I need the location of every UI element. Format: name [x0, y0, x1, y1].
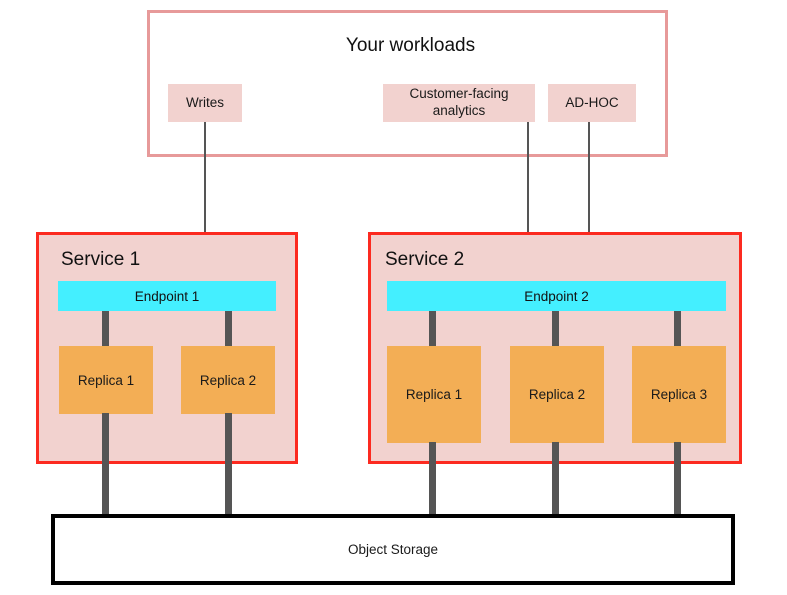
workload-chip-writes[interactable]: Writes	[168, 84, 242, 122]
object-storage-label: Object Storage	[347, 542, 439, 557]
service-1-label: Service 1	[61, 249, 141, 270]
link-service2-replica2-storage	[552, 442, 559, 516]
arrow-writes-to-endpoint1-line	[204, 122, 206, 256]
service-2-replica-3[interactable]: Replica 3	[632, 346, 726, 443]
service-2-replica-2[interactable]: Replica 2	[510, 346, 604, 443]
your-workloads-container: Your workloads	[147, 10, 668, 157]
arrow-analytics-to-endpoint2-line	[527, 122, 529, 256]
object-storage-container: Object Storage	[51, 514, 735, 585]
arrow-adhoc-to-endpoint2-line	[588, 122, 590, 256]
link-service1-replica1-storage	[102, 413, 109, 516]
link-endpoint1-replica2	[225, 311, 232, 347]
link-endpoint1-replica1	[102, 311, 109, 347]
link-service2-replica1-storage	[429, 442, 436, 516]
link-endpoint2-replica1	[429, 311, 436, 347]
link-endpoint2-replica3	[674, 311, 681, 347]
service-1-replica-1[interactable]: Replica 1	[59, 346, 153, 414]
link-endpoint2-replica2	[552, 311, 559, 347]
endpoint-2-bar[interactable]: Endpoint 2	[387, 281, 726, 311]
workload-chip-customer-facing-analytics[interactable]: Customer-facing analytics	[383, 84, 535, 122]
link-service1-replica2-storage	[225, 413, 232, 516]
service-2-label: Service 2	[385, 249, 465, 270]
service-1-replica-2[interactable]: Replica 2	[181, 346, 275, 414]
endpoint-1-bar[interactable]: Endpoint 1	[58, 281, 276, 311]
workload-chip-ad-hoc[interactable]: AD-HOC	[548, 84, 636, 122]
link-service2-replica3-storage	[674, 442, 681, 516]
service-2-replica-1[interactable]: Replica 1	[387, 346, 481, 443]
your-workloads-title: Your workloads	[345, 35, 476, 56]
